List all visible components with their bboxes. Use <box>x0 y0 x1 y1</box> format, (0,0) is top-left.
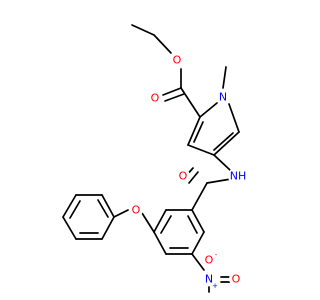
bond-c2-n1 <box>199 102 218 118</box>
atom-labels: O O N NH O O N + O - <box>129 53 246 290</box>
bond-ph-c6-c1 <box>101 216 115 240</box>
bond-n1-methyl <box>222 66 227 89</box>
bond-amide-c-aryl <box>191 182 208 211</box>
atom-n-nitro-charge: + <box>212 282 218 290</box>
bond-ar-c2-c3-inner <box>160 215 172 234</box>
atom-o-phenoxy: O <box>129 203 143 217</box>
bond-ph-c1-c2 <box>101 194 115 218</box>
atom-n-pyrrole: N <box>216 90 230 104</box>
atom-n-nitro-label: N <box>205 273 213 286</box>
molecule-structure: O O N NH O O N + O - <box>62 24 246 293</box>
bond-ar-c6-c1-inner <box>187 215 198 234</box>
bond-nh-amide-c <box>206 178 232 184</box>
atom-o-nitro-side: O <box>229 272 243 286</box>
bond-ethyl-ch3-ch2 <box>131 24 155 36</box>
atom-o-phenoxy-label: O <box>132 204 141 217</box>
atom-o-nitro-top: O - <box>202 251 218 267</box>
atom-n-nitro: N + <box>202 272 218 290</box>
bond-ar-c2-c3 <box>153 209 167 233</box>
bond-layer <box>62 24 240 293</box>
bond-carbonyl-double-b <box>164 93 185 102</box>
atom-n-amide-label: NH <box>230 170 247 183</box>
atom-o-ester-carbonyl-label: O <box>151 92 160 105</box>
bond-c3-c2-inner <box>193 121 204 143</box>
bond-ph-c1-c2-inner <box>97 199 109 218</box>
atom-o-nitro-top-charge: - <box>215 251 218 259</box>
bond-ar-c5-c6 <box>191 231 205 255</box>
bond-carbonyl-double-a <box>162 87 182 96</box>
bond-n1-c5 <box>228 103 240 133</box>
atom-o-ester-carbonyl: O <box>148 91 162 105</box>
bond-ar-c3-c4 <box>153 231 167 255</box>
bond-ar-c6-c1 <box>191 209 205 233</box>
atom-o-nitro-side-label: O <box>232 273 241 286</box>
atom-n-pyrrole-label: N <box>219 91 227 104</box>
bond-c4-c3 <box>187 144 215 156</box>
bond-ar-nitro <box>191 253 205 271</box>
bond-c5-c4-inner <box>213 132 234 151</box>
bond-carbonyl-c2 <box>180 87 201 118</box>
atom-o-nitro-top-label: O <box>205 254 214 267</box>
bond-ph-c3-c4-inner <box>69 200 81 219</box>
atom-n-amide: NH <box>228 167 246 185</box>
bond-phenoxy-o-ring <box>113 209 129 218</box>
bond-ph-c4-c5 <box>62 216 77 240</box>
bond-c5-c4 <box>213 131 240 156</box>
atom-o-amide-label: O <box>179 170 188 183</box>
atom-o-amide: O <box>176 169 190 183</box>
bond-ar-phenoxy-o <box>141 212 155 233</box>
bond-c4-nh <box>213 154 231 171</box>
bond-ph-c3-c4 <box>62 194 77 218</box>
bond-c3-c2 <box>187 116 201 146</box>
atom-o-ester-ether: O <box>170 53 184 67</box>
atom-o-ester-ether-label: O <box>173 54 182 67</box>
bond-ethyl-ch2-o <box>153 34 172 54</box>
bond-amide-double-a <box>188 171 199 184</box>
